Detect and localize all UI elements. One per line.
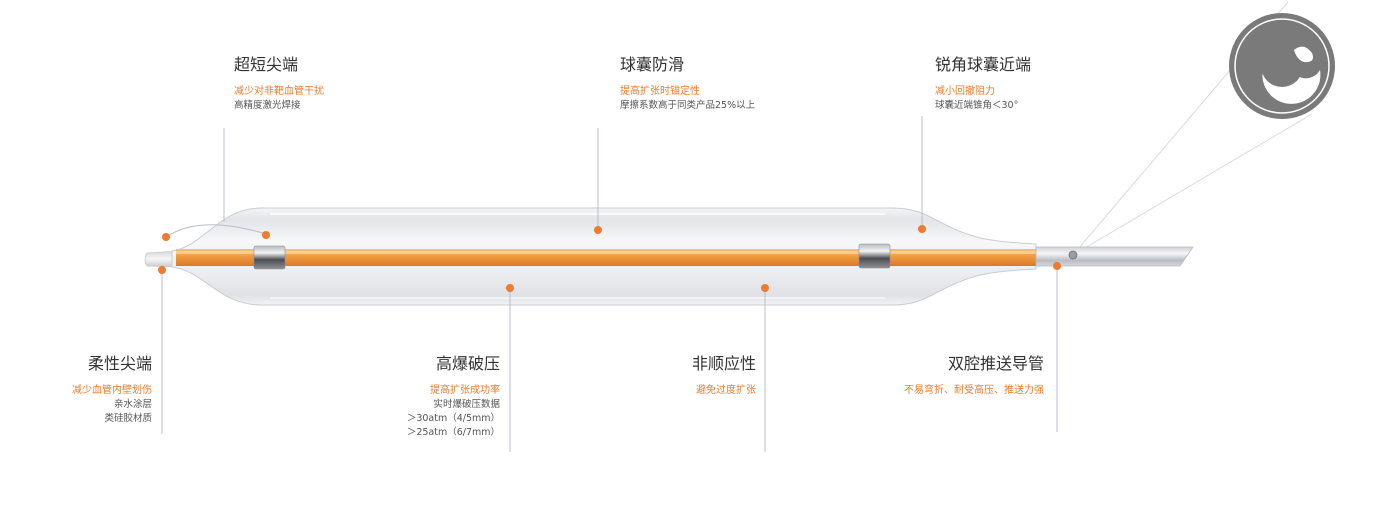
callout-detail: 实时爆破压数据 <box>433 399 500 410</box>
callout-detail: ＞30atm（4/5mm） <box>406 413 500 424</box>
marker-band <box>253 245 286 270</box>
callout-detail: 球囊近端锥角＜30° <box>935 100 1019 111</box>
callout-non-compliant: 非顺应性 避免过度扩张 <box>692 354 756 398</box>
callout-dot <box>594 226 602 234</box>
callout-title: 高爆破压 <box>435 354 500 373</box>
lumen-marker <box>1068 250 1078 260</box>
zoom-ray <box>1072 113 1313 256</box>
callout-title: 锐角球囊近端 <box>935 55 1032 74</box>
callout-short-tip: 超短尖端 减少对非靶血管干扰 高精度激光焊接 <box>234 55 324 113</box>
callout-high-burst: 高爆破压 提高扩张成功率 实时爆破压数据 ＞30atm（4/5mm） ＞25at… <box>407 354 500 440</box>
marker-band <box>858 243 891 269</box>
leader-arc <box>165 224 267 238</box>
callout-anti-slip: 球囊防滑 提高扩张时锚定性 摩擦系数高于同类产品25%以上 <box>620 55 755 113</box>
callout-title: 超短尖端 <box>234 55 299 74</box>
callout-dot <box>761 284 769 292</box>
callout-title: 双腔推送导管 <box>947 354 1044 373</box>
callout-detail: 摩擦系数高于同类产品25%以上 <box>620 100 756 111</box>
callout-dot <box>918 225 926 233</box>
callout-subtitle: 不易弯折、耐受高压、推送力强 <box>904 385 1044 396</box>
callout-dual-lumen: 双腔推送导管 不易弯折、耐受高压、推送力强 <box>904 354 1044 398</box>
callout-title: 球囊防滑 <box>620 55 685 74</box>
callout-subtitle: 减少血管内壁划伤 <box>72 385 152 396</box>
callout-title: 柔性尖端 <box>87 354 152 373</box>
callout-dot <box>506 284 514 292</box>
callout-detail: 高精度激光焊接 <box>234 100 301 111</box>
cross-section-icon <box>1229 13 1335 119</box>
callout-dot <box>162 233 170 241</box>
callout-dot <box>262 231 270 239</box>
callout-subtitle: 减小回撤阻力 <box>935 86 995 97</box>
callout-detail: ＞25atm（6/7mm） <box>406 427 500 438</box>
callout-subtitle: 提高扩张时锚定性 <box>620 86 700 97</box>
callout-subtitle: 减少对非靶血管干扰 <box>234 86 324 97</box>
callout-soft-tip: 柔性尖端 减少血管内壁划伤 亲水涂层 类硅胶材质 <box>72 354 152 426</box>
callout-sharp-shoulder: 锐角球囊近端 减小回撤阻力 球囊近端锥角＜30° <box>935 55 1031 113</box>
callout-subtitle: 提高扩张成功率 <box>430 385 500 396</box>
callout-dot <box>158 266 166 274</box>
callout-title: 非顺应性 <box>691 354 756 373</box>
callout-dot <box>1053 262 1061 270</box>
callout-detail: 亲水涂层 <box>113 399 152 410</box>
callout-detail: 类硅胶材质 <box>104 413 152 424</box>
callout-subtitle: 避免过度扩张 <box>696 385 756 396</box>
